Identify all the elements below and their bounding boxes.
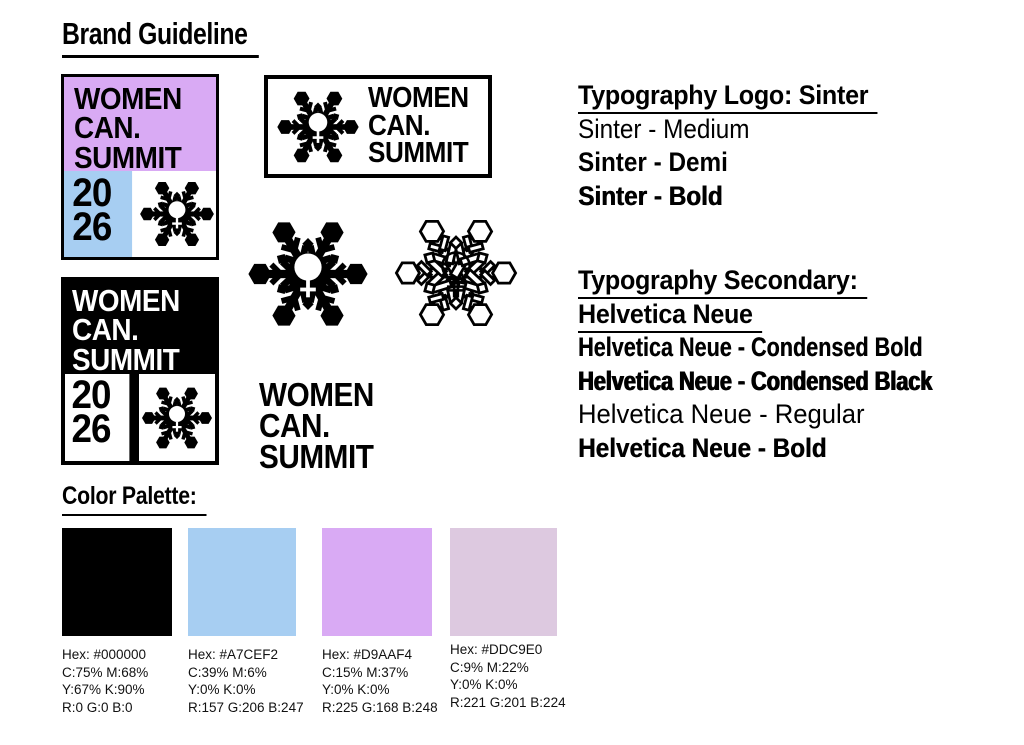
- swatch-cmyk-2: Y:67% K:90%: [62, 682, 145, 698]
- swatch-rgb: R:225 G:168 B:248: [322, 699, 438, 715]
- swatch-chip: [62, 528, 172, 636]
- snowflake-female-outline-icon: [391, 210, 521, 336]
- swatch-label: Hex: #A7CEF2 C:39% M:6% Y:0% K:0% R:157 …: [188, 646, 304, 716]
- logo-wordmark-text-only: WOMEN CAN. SUMMIT: [259, 376, 374, 476]
- swatch-cmyk-1: C:39% M:6%: [188, 664, 267, 680]
- logo-word-women: WOMEN: [72, 283, 180, 318]
- snowflake-female-solid-icon: [138, 175, 216, 253]
- logo-bottom-row: 20 26: [64, 171, 216, 257]
- logo-word-summit: SUMMIT: [74, 139, 182, 175]
- year-bottom: 26: [72, 205, 112, 250]
- color-swatch-purple: Hex: #D9AAF4 C:15% M:37% Y:0% K:0% R:225…: [322, 528, 438, 716]
- logo-word-can: CAN.: [368, 109, 431, 142]
- font-sample-helvetica-condensed-black: Helvetica Neue - Condensed Black: [578, 365, 933, 396]
- snowflake-female-solid-icon: [245, 211, 371, 337]
- swatch-cmyk-2: Y:0% K:0%: [188, 682, 256, 698]
- swatch-hex: Hex: #D9AAF4: [322, 647, 413, 662]
- logo-word-women: WOMEN: [368, 82, 469, 115]
- swatch-hex: Hex: #A7CEF2: [188, 647, 279, 662]
- logo-word-can: CAN.: [72, 312, 139, 348]
- font-sample-helvetica-bold: Helvetica Neue - Bold: [578, 432, 827, 463]
- color-swatch-black: Hex: #000000 C:75% M:68% Y:67% K:90% R:0…: [62, 528, 172, 716]
- logo-purple-panel: WOMEN CAN. SUMMIT: [64, 77, 216, 175]
- logo-bottom-row: 20 26: [65, 374, 215, 461]
- page-title: Brand Guideline: [62, 16, 259, 58]
- logo-black-panel: WOMEN CAN. SUMMIT: [61, 277, 219, 377]
- swatch-chip: [322, 528, 432, 636]
- typography-logo-heading: Typography Logo: Sinter: [578, 80, 878, 114]
- logo-year-panel: 20 26: [64, 171, 133, 257]
- logo-word-can: CAN.: [259, 407, 330, 445]
- logo-word-summit: SUMMIT: [368, 137, 469, 170]
- year-bottom: 26: [71, 407, 111, 452]
- swatch-cmyk-1: C:15% M:37%: [322, 664, 409, 680]
- logo-word-women: WOMEN: [259, 376, 374, 413]
- color-palette-heading: Color Palette:: [62, 482, 207, 516]
- logo-wordmark-lines: WOMEN CAN. SUMMIT: [72, 283, 204, 377]
- swatch-rgb: R:157 G:206 B:247: [188, 699, 304, 715]
- typography-logo-section: Typography Logo: Sinter Sinter - Medium …: [578, 80, 900, 214]
- swatch-cmyk-2: Y:0% K:0%: [450, 677, 518, 693]
- swatch-chip: [450, 528, 557, 636]
- swatch-cmyk-1: C:75% M:68%: [62, 664, 149, 680]
- swatch-cmyk-1: C:9% M:22%: [450, 659, 529, 675]
- typography-secondary-heading-line2: Helvetica Neue: [578, 299, 763, 333]
- color-swatch-lavender: Hex: #DDC9E0 C:9% M:22% Y:0% K:0% R:221 …: [450, 528, 566, 711]
- logo-word-summit: SUMMIT: [72, 341, 180, 377]
- swatch-rgb: R:221 G:201 B:224: [450, 694, 566, 710]
- font-sample-helvetica-condensed-bold: Helvetica Neue - Condensed Bold: [578, 332, 923, 362]
- logo-stacked-purple: WOMEN CAN. SUMMIT 20 26: [61, 74, 219, 260]
- logo-year-panel: 20 26: [65, 373, 130, 461]
- snowflake-female-solid-icon: [275, 84, 361, 170]
- font-sample-helvetica-regular: Helvetica Neue - Regular: [578, 399, 865, 429]
- logo-flake-panel: [138, 171, 216, 257]
- font-sample-sinter-bold: Sinter - Bold: [578, 180, 723, 211]
- logo-word-can: CAN.: [74, 110, 141, 146]
- font-sample-sinter-medium: Sinter - Medium: [578, 113, 750, 144]
- swatch-rgb: R:0 G:0 B:0: [62, 699, 133, 715]
- swatch-label: Hex: #DDC9E0 C:9% M:22% Y:0% K:0% R:221 …: [450, 641, 566, 711]
- typography-secondary-heading-line1: Typography Secondary:: [578, 265, 868, 299]
- color-swatch-blue: Hex: #A7CEF2 C:39% M:6% Y:0% K:0% R:157 …: [188, 528, 304, 716]
- swatch-label: Hex: #000000 C:75% M:68% Y:67% K:90% R:0…: [62, 646, 172, 716]
- swatch-hex: Hex: #000000: [62, 647, 147, 662]
- year-top: 20: [71, 373, 111, 417]
- logo-horizontal: WOMEN CAN. SUMMIT: [264, 75, 492, 178]
- logo-wordmark-lines: WOMEN CAN. SUMMIT: [74, 81, 202, 175]
- typography-secondary-section: Typography Secondary: Helvetica Neue Hel…: [578, 265, 1021, 466]
- swatch-hex: Hex: #DDC9E0: [450, 642, 543, 657]
- logo-flake-panel: [139, 374, 215, 461]
- logo-wordmark-lines: WOMEN CAN. SUMMIT: [368, 82, 469, 170]
- year-top: 20: [72, 171, 112, 215]
- logo-word-summit: SUMMIT: [259, 438, 374, 476]
- swatch-chip: [188, 528, 296, 636]
- logo-word-women: WOMEN: [74, 81, 182, 116]
- logo-stacked-black: WOMEN CAN. SUMMIT 20 26: [61, 277, 219, 465]
- swatch-label: Hex: #D9AAF4 C:15% M:37% Y:0% K:0% R:225…: [322, 646, 438, 716]
- swatch-cmyk-2: Y:0% K:0%: [322, 682, 390, 698]
- snowflake-female-solid-icon: [140, 381, 214, 455]
- font-sample-sinter-demi: Sinter - Demi: [578, 147, 728, 177]
